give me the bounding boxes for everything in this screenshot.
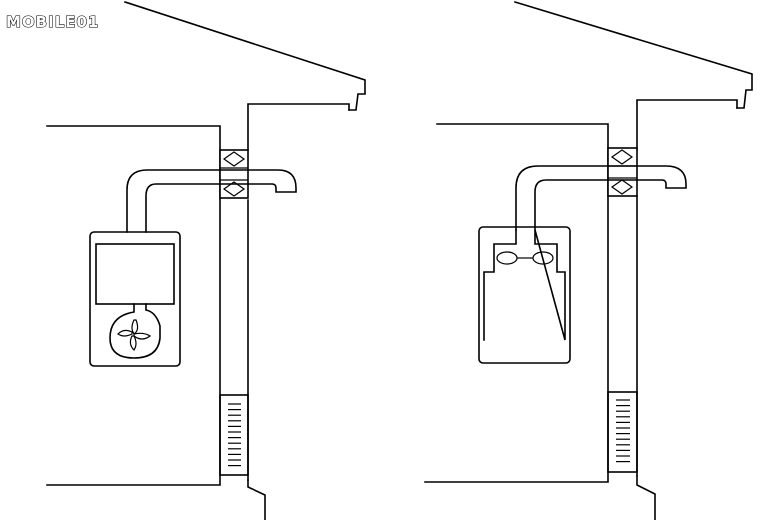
left-sleeve-seal-bottom [222,181,246,197]
right-draft-hood [483,229,566,341]
right-exhaust-duct [515,165,687,231]
right-roof-line [514,1,753,109]
right-ceiling-line [424,123,609,483]
right-sleeve-seal-top [610,149,634,165]
fan-icon [117,319,152,351]
left-exhaust-duct [126,169,297,233]
left-vent-louvers [228,403,241,467]
right-wall-sleeve [607,147,638,197]
left-heat-exchanger [95,243,175,305]
right-wall-vent [607,391,638,473]
right-wall-footing [636,475,656,520]
left-ceiling-line [46,125,221,486]
right-sleeve-seal-bottom [610,179,634,195]
burner-icon [496,251,554,265]
left-wall-footing [247,479,266,520]
left-wall-sleeve [219,149,249,199]
left-sleeve-seal-top [222,151,246,167]
right-roof-eave [636,99,738,151]
left-heater-casing [89,231,181,367]
right-heater-casing [478,226,571,364]
left-wall-vent [219,394,249,476]
right-diagram [424,1,753,520]
watermark-logo: MOBILE01 [5,12,99,31]
left-fan-housing [109,303,161,359]
watermark-text: MOBILE01 [6,13,99,31]
right-vent-louvers [616,399,630,463]
left-roof-line [123,0,366,111]
left-roof-eave [247,103,350,151]
left-diagram [46,0,366,520]
